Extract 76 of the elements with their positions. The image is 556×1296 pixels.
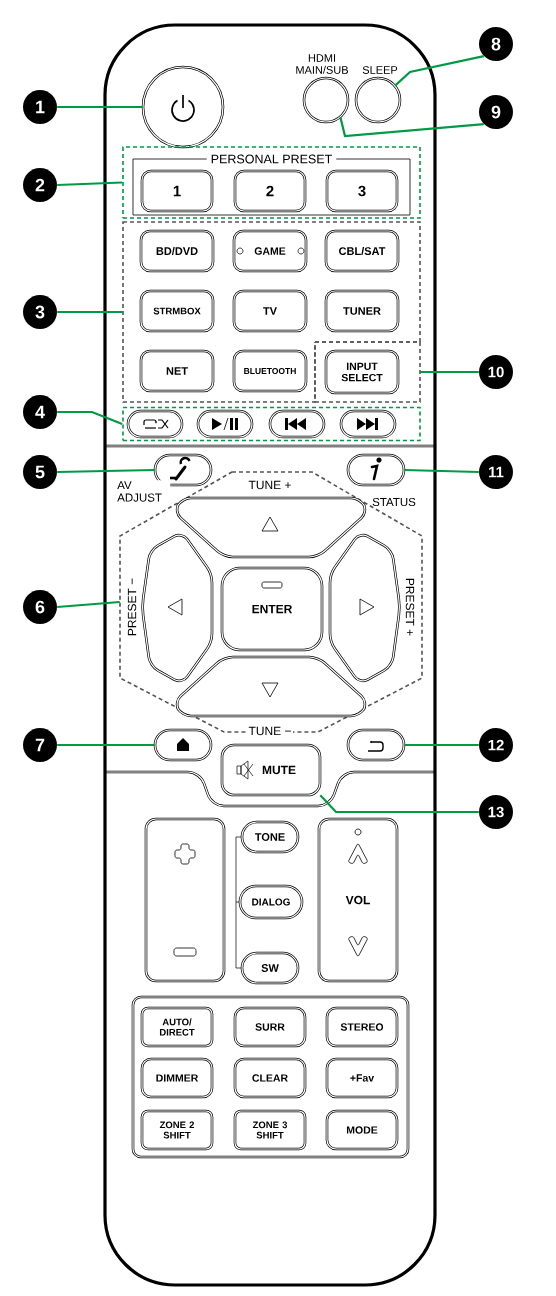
leader-line — [57, 181, 123, 187]
callout-number: 5 — [23, 455, 57, 489]
input-selector-button: TUNER — [324, 289, 400, 333]
leader-line — [57, 743, 155, 747]
callout-number: 2 — [23, 168, 57, 202]
home-button — [153, 728, 213, 762]
mode-button: +Fav — [325, 1057, 399, 1099]
button-label: SLEEP — [362, 66, 398, 74]
leader-line — [57, 468, 155, 474]
direction-key — [175, 496, 367, 559]
dashed-group-outline — [122, 221, 421, 403]
direction-key — [175, 655, 367, 718]
callout-number: 13 — [479, 795, 513, 829]
transport-button — [126, 409, 184, 439]
leader-line — [394, 55, 485, 87]
callout-number: 8 — [479, 27, 513, 61]
rocker-key — [144, 817, 226, 983]
dashed-group-outline — [122, 406, 421, 442]
callout-number: 7 — [23, 728, 57, 762]
preset-button: 3 — [325, 169, 399, 213]
dashed-group-outline — [314, 341, 421, 403]
input-selector-button: TV — [232, 289, 308, 333]
mode-button: DIMMER — [140, 1057, 214, 1099]
group-label: PRESET + — [404, 576, 416, 638]
direction-key — [328, 533, 401, 683]
mode-button: SURR — [233, 1006, 307, 1048]
callout-number: 3 — [23, 295, 57, 329]
dialog-button: DIALOG — [238, 884, 304, 920]
dashed-group-outline — [122, 146, 421, 219]
volume-rocker: VOL — [317, 817, 399, 983]
group-label: TUNE + — [247, 479, 293, 491]
mode-button: CLEAR — [233, 1057, 307, 1099]
input-selector-button: GAME — [232, 229, 308, 273]
direction-key — [141, 533, 214, 683]
input-selector-button: CBL/SAT — [324, 229, 400, 273]
callout-number: 12 — [479, 728, 513, 762]
remote-body — [103, 23, 437, 1287]
leader-line — [57, 105, 143, 109]
leader-line — [57, 410, 123, 426]
group-label: TUNE − — [247, 725, 293, 737]
button-label: STATUS — [371, 496, 417, 508]
select-button: INPUT SELECT — [324, 349, 400, 395]
callout-number: 10 — [479, 355, 513, 389]
leader-line — [57, 600, 120, 609]
input-selector-button: STRMBOX — [139, 289, 215, 333]
button-label: AV ADJUST — [116, 480, 171, 503]
callout-number: 1 — [23, 90, 57, 124]
leader-line — [404, 468, 479, 474]
mode-button: STEREO — [325, 1006, 399, 1048]
leader-line — [420, 370, 479, 374]
mode-button: ZONE 2 SHIFT — [140, 1109, 214, 1151]
leader-line — [339, 116, 484, 138]
leader-line — [57, 310, 123, 314]
input-selector-button: BD/DVD — [139, 229, 215, 273]
input-selector-button: NET — [139, 349, 215, 393]
mode-button: ZONE 3 SHIFT — [233, 1109, 307, 1151]
power-button — [141, 65, 225, 149]
callout-number: 11 — [479, 455, 513, 489]
mode-button: AUTO/ DIRECT — [140, 1006, 214, 1048]
preset-button: 1 — [140, 169, 214, 213]
back-button — [346, 728, 406, 762]
enter-button: ENTER — [220, 566, 324, 652]
leader-line — [319, 794, 479, 814]
leader-line — [404, 743, 479, 747]
preset-button: 2 — [233, 169, 307, 213]
callout-number: 9 — [479, 95, 513, 129]
callout-number: 6 — [23, 590, 57, 624]
callout-number: 4 — [23, 395, 57, 429]
transport-button — [268, 409, 326, 439]
group-label: PRESET − — [126, 576, 138, 638]
button-label: HDMI MAIN/SUB — [296, 54, 348, 74]
sw-button: SW — [240, 951, 300, 985]
tone-button: TONE — [240, 820, 300, 854]
mode-button: MODE — [325, 1109, 399, 1151]
input-selector-button: BLUETOOTH — [232, 349, 308, 393]
mute-button: MUTE — [220, 743, 322, 797]
